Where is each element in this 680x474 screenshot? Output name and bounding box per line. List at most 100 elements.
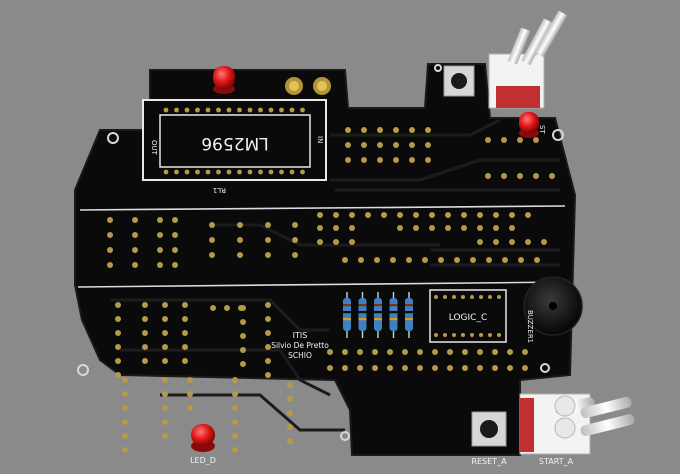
pcb-pad xyxy=(470,295,474,299)
pcb-pad xyxy=(393,157,399,163)
resistor-band xyxy=(343,304,351,307)
pcb-pad xyxy=(509,239,515,245)
pcb-pad xyxy=(345,142,351,148)
pcb-pad xyxy=(265,330,271,336)
pcb-pad xyxy=(445,212,451,218)
pcb-pad xyxy=(381,212,387,218)
resistor-band xyxy=(358,318,367,321)
led-st-label: ST xyxy=(538,125,546,134)
resistor-band xyxy=(389,318,398,321)
resistor-band xyxy=(374,318,382,321)
pcb-pad xyxy=(493,225,499,231)
pcb-pad xyxy=(361,157,367,163)
pcb-pad xyxy=(226,107,232,113)
pcb-pad xyxy=(205,169,211,175)
pcb-pad xyxy=(425,142,431,148)
pcb-pad xyxy=(142,316,148,322)
resistor-band xyxy=(389,304,398,307)
pcb-pad xyxy=(122,377,128,383)
pcb-pad xyxy=(413,225,419,231)
pcb-pad xyxy=(342,349,348,355)
pcb-pad xyxy=(477,365,483,371)
pcb-pad xyxy=(216,169,221,175)
pcb-pad xyxy=(195,107,200,113)
pcb-pad xyxy=(279,107,284,113)
pcb-pad xyxy=(292,222,298,228)
pcb-pad xyxy=(429,212,435,218)
pcb-pad xyxy=(452,295,456,299)
pcb-pad xyxy=(195,169,200,175)
resistor xyxy=(389,298,398,331)
pcb-pad xyxy=(492,365,498,371)
pcb-pad xyxy=(184,169,190,175)
pcb-pad xyxy=(107,247,113,253)
pcb-pad xyxy=(157,262,163,268)
buzzer-label: BUZZER1 xyxy=(526,310,534,343)
pcb-pad xyxy=(115,372,121,378)
pcb-pad xyxy=(162,330,168,336)
pcb-pad xyxy=(174,107,179,113)
pcb-pad xyxy=(357,349,363,355)
lm2596-ref-label: RL1 xyxy=(213,186,226,194)
pcb-pad xyxy=(365,212,371,218)
pcb-pad xyxy=(358,257,364,263)
pcb-pad xyxy=(357,365,363,371)
resistor-band xyxy=(374,311,382,314)
pcb-pad xyxy=(422,257,428,263)
pcb-pad xyxy=(162,316,168,322)
pcb-pad xyxy=(132,232,138,238)
pcb-pad xyxy=(187,405,193,411)
pcb-pad xyxy=(409,127,415,133)
pcb-pad xyxy=(209,222,215,228)
school-line-2: Silvio De Pretto xyxy=(271,341,329,350)
pcb-pad xyxy=(232,391,238,397)
pcb-pad xyxy=(265,358,271,364)
pcb-pad xyxy=(342,365,348,371)
pcb-pad xyxy=(247,169,253,175)
reset-pushbutton-bottom xyxy=(471,411,507,447)
resistor xyxy=(374,298,382,331)
pcb-pad xyxy=(240,319,246,325)
pcb-pad xyxy=(402,349,408,355)
pcb-pad xyxy=(172,262,178,268)
pcb-pad xyxy=(226,169,232,175)
pcb-pad xyxy=(184,107,190,113)
pcb-pad xyxy=(240,347,246,353)
pcb-pad xyxy=(287,382,293,388)
pcb-pad xyxy=(434,333,438,337)
pcb-pad xyxy=(232,419,238,425)
pcb-pad xyxy=(182,316,188,322)
pcb-pad xyxy=(287,424,293,430)
resistor xyxy=(405,298,413,331)
resistor-band xyxy=(358,304,367,307)
pcb-pad xyxy=(240,361,246,367)
resistor-band xyxy=(374,304,382,307)
pcb-pad xyxy=(122,405,128,411)
pcb-pad xyxy=(289,107,295,113)
pcb-pad xyxy=(162,358,168,364)
pcb-pad xyxy=(265,302,271,308)
resistor-band xyxy=(389,311,398,314)
led-d-label: LED_D xyxy=(190,456,216,465)
lm2596-label: LM2596 xyxy=(201,133,268,153)
pcb-pad xyxy=(232,433,238,439)
pcb-pad xyxy=(317,225,323,231)
pcb-pad xyxy=(172,217,178,223)
pcb-pad xyxy=(265,222,271,228)
pcb-pad xyxy=(434,295,438,299)
pcb-pad xyxy=(501,173,507,179)
pcb-pad xyxy=(413,212,419,218)
pcb-pad xyxy=(107,262,113,268)
pcb-pad xyxy=(493,239,499,245)
pcb-pad xyxy=(163,169,169,175)
pcb-traces xyxy=(110,118,560,432)
pcb-pad xyxy=(115,316,121,322)
pcb-pad xyxy=(372,365,378,371)
pcb-pad xyxy=(492,349,498,355)
pcb-pad xyxy=(209,252,215,258)
start-a-label: START_A xyxy=(539,457,574,466)
pcb-pad xyxy=(387,365,393,371)
pcb-pad xyxy=(157,247,163,253)
pcb-pad xyxy=(462,349,468,355)
